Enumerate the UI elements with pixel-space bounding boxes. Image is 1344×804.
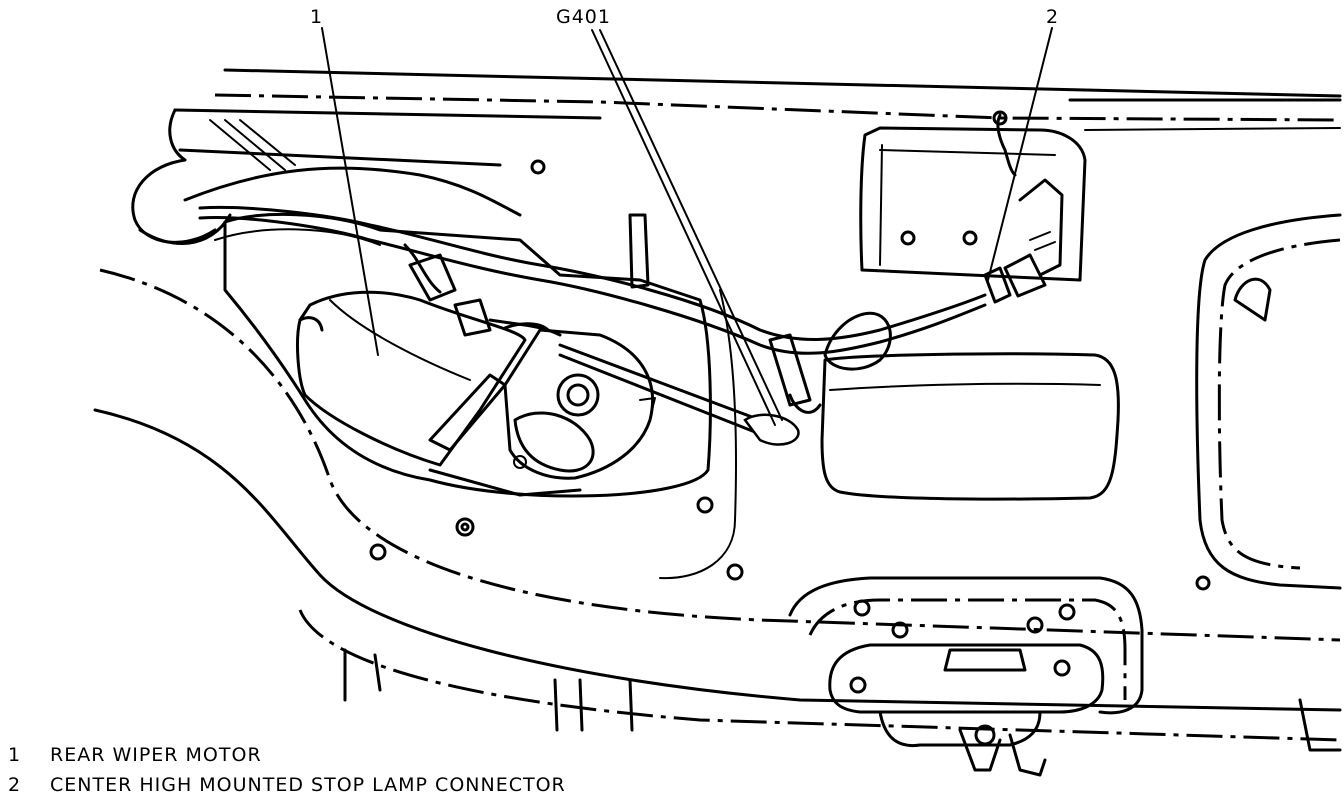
leader-line-g401-b — [599, 29, 783, 421]
legend-item-text: CENTER HIGH MOUNTED STOP LAMP CONNECTOR — [50, 774, 566, 796]
callout-1-label: 1 — [310, 6, 324, 28]
leader-line-2 — [987, 27, 1053, 281]
body-panel-outline — [93, 68, 1342, 752]
legend-item-1: 1 REAR WIPER MOTOR — [8, 740, 566, 770]
leader-line-g401 — [591, 29, 776, 426]
hinge-bracket — [131, 108, 522, 245]
wire-harness — [198, 205, 987, 446]
inner-panel-cavity — [214, 212, 738, 580]
lamp-bracket — [859, 110, 1087, 304]
callout-leader-lines — [321, 27, 1053, 426]
center-trim-panel — [820, 352, 1120, 501]
rear-wiper-motor — [296, 290, 656, 497]
legend-item-2: 2 CENTER HIGH MOUNTED STOP LAMP CONNECTOR — [8, 770, 566, 800]
leader-line-1 — [321, 27, 379, 356]
right-window-opening — [1195, 213, 1342, 591]
fastener-holes — [369, 159, 744, 581]
callout-2-label: 2 — [1046, 6, 1060, 28]
callout-g401-label: G401 — [556, 6, 611, 28]
legend-item-number: 2 — [8, 774, 22, 796]
latch-assembly — [788, 576, 1144, 777]
legend-item-number: 1 — [8, 744, 22, 766]
legend-item-text: REAR WIPER MOTOR — [50, 744, 262, 766]
legend: 1 REAR WIPER MOTOR 2 CENTER HIGH MOUNTED S… — [8, 740, 566, 800]
